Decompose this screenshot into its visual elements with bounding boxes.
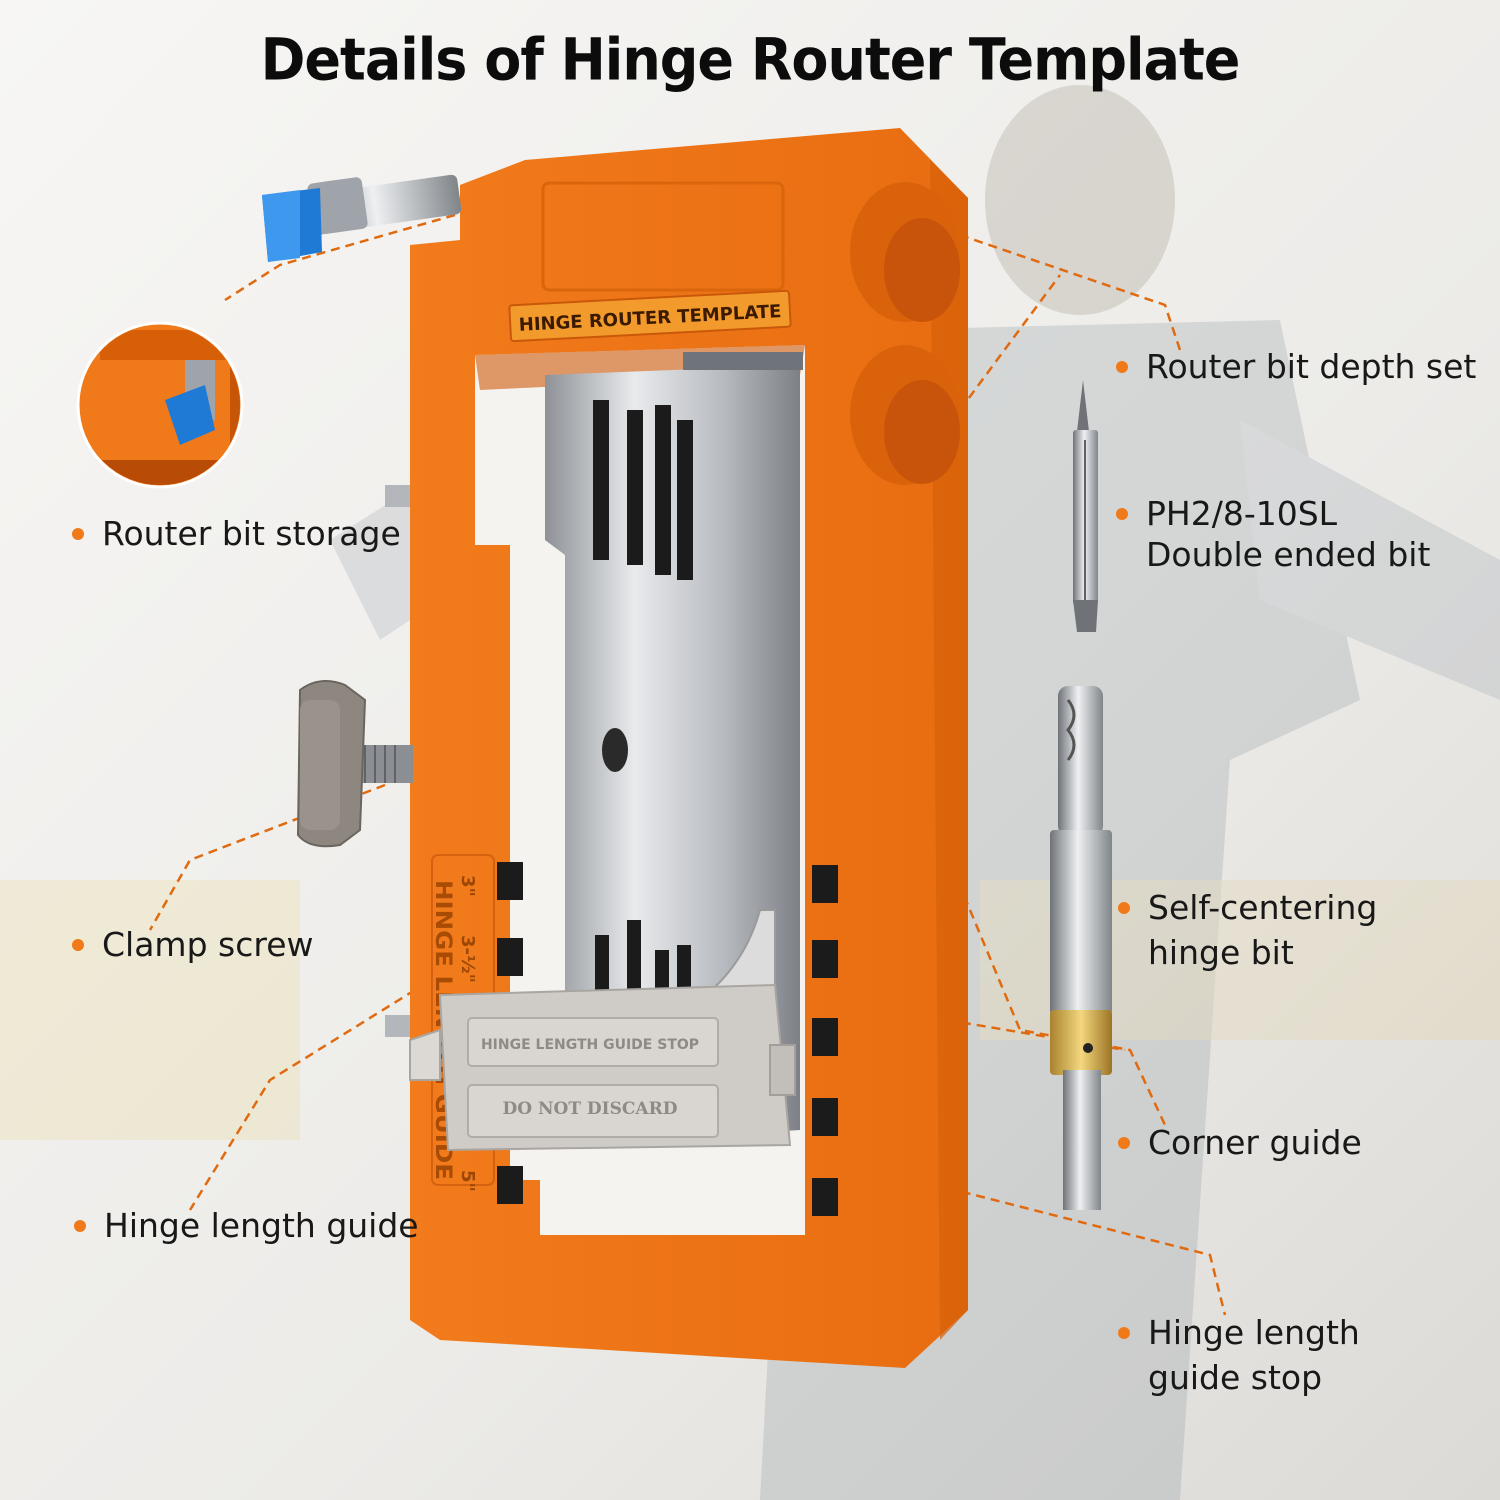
leader-router-bit-depth-set-upper <box>959 233 1182 351</box>
bullet-dot <box>1118 1327 1130 1339</box>
bullet-dot <box>1116 361 1128 373</box>
guide-stop-text-1: HINGE LENGTH GUIDE STOP <box>481 1037 699 1053</box>
callout-text: Clamp screw <box>102 925 314 964</box>
hinge-router-template: HINGE ROUTER TEMPLATE <box>385 128 968 1368</box>
size-label-3: 3" <box>457 875 478 897</box>
callout-guide-stop: Hinge length guide stop <box>1118 1312 1360 1398</box>
callout-double-ended-bit: PH2/8-10SL Double ended bit <box>1116 493 1431 575</box>
leader-hinge-length-guide <box>188 988 416 1211</box>
callout-clamp-screw: Clamp screw <box>72 924 314 965</box>
page-title: Details of Hinge Router Template <box>260 25 1241 94</box>
hinge-length-guide-stop: HINGE LENGTH GUIDE STOP DO NOT DISCARD <box>409 983 796 1152</box>
bullet-dot <box>1116 508 1128 520</box>
name-plate <box>508 289 792 343</box>
bullet-dot <box>74 1220 86 1232</box>
callout-hinge-length-guide: Hinge length guide <box>74 1205 419 1246</box>
callout-text: PH2/8-10SL <box>1146 494 1338 533</box>
leader-clamp-screw <box>148 783 386 931</box>
size-label-5: 5" <box>457 1170 478 1192</box>
callout-corner-guide: Corner guide <box>1118 1122 1362 1163</box>
clamp-screw-knob <box>296 680 413 848</box>
leader-router-bit-storage <box>224 213 456 302</box>
bullet-dot <box>1118 902 1130 914</box>
leader-guide-stop <box>699 1123 1227 1316</box>
callout-router-bit-storage: Router bit storage <box>72 513 401 554</box>
router-bit <box>262 174 462 262</box>
callout-text: Router bit depth set <box>1146 347 1477 386</box>
guide-stop-text-2: DO NOT DISCARD <box>503 1099 678 1119</box>
self-centering-hinge-bit <box>1050 686 1112 1210</box>
callout-text: Double ended bit <box>1146 535 1431 574</box>
bullet-dot <box>1118 1137 1130 1149</box>
size-label-3-5: 3-½" <box>457 935 478 983</box>
callout-text: hinge bit <box>1148 933 1294 972</box>
callout-text: Router bit storage <box>102 514 401 553</box>
callout-text: Hinge length guide <box>104 1206 419 1245</box>
bullet-dot <box>72 528 84 540</box>
callout-router-bit-depth-set: Router bit depth set <box>1116 346 1477 387</box>
callout-text: Self-centering <box>1148 888 1378 927</box>
bullet-dot <box>72 939 84 951</box>
callout-text: Hinge length <box>1148 1313 1360 1352</box>
double-ended-bit <box>1073 380 1098 632</box>
leader-router-bit-depth-set-lower <box>958 274 1062 411</box>
callout-self-centering-bit: Self-centering hinge bit <box>1118 887 1378 973</box>
callout-text: Corner guide <box>1148 1123 1362 1162</box>
callout-text: guide stop <box>1148 1358 1323 1397</box>
